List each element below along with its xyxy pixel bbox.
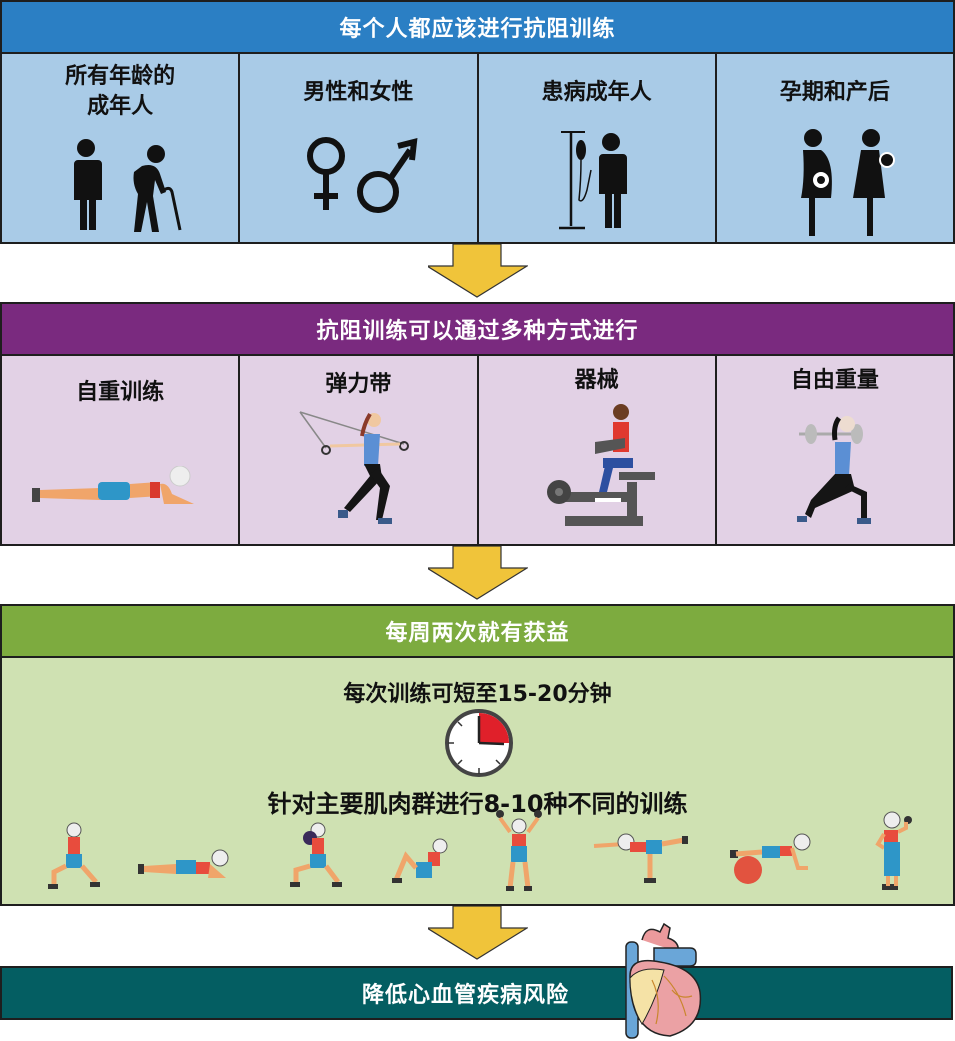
down-arrow-icon — [428, 906, 528, 960]
cell-label: 器械 — [574, 368, 619, 393]
cell-label: 自重训练 — [76, 380, 165, 405]
ball-plank-figure-icon — [730, 833, 811, 884]
label-line: 成年人 — [87, 94, 154, 119]
section3-header-text: 每周两次就有获益 — [385, 621, 570, 646]
weight-machine-icon — [546, 404, 655, 526]
lunge-figure-icon — [48, 822, 100, 889]
exercise-figures — [2, 810, 955, 894]
down-arrow-icon — [428, 546, 528, 600]
cell-machine: 器械 — [479, 356, 717, 544]
balance-reach-figure-icon — [593, 833, 688, 883]
section4-header-text: 降低心血管疾病风险 — [362, 983, 570, 1008]
resistance-band-icon — [299, 411, 410, 524]
plank-exercise-icon — [32, 466, 194, 504]
cell-label: 自由重量 — [790, 368, 879, 393]
exercise-count-text: 针对主要肌肉群进行8-10种不同的训练 — [267, 790, 688, 818]
overhead-press-figure-icon — [496, 810, 542, 891]
section1-header-text: 每个人都应该进行抗阻训练 — [339, 17, 616, 42]
cell-resistance-band: 弹力带 — [240, 356, 479, 544]
section4-header: 降低心血管疾病风险 — [0, 966, 953, 1020]
session-duration-text: 每次训练可短至15-20分钟 — [343, 682, 612, 707]
cell-pregnancy: 孕期和产后 — [717, 54, 953, 242]
label-line: 所有年龄的 — [65, 64, 176, 89]
cell-label: 所有年龄的 成年人 — [2, 62, 238, 122]
section2-header-text: 抗阻训练可以通过多种方式进行 — [316, 319, 639, 344]
cell-free-weights: 自由重量 — [717, 356, 953, 544]
cell-all-ages: 所有年龄的 成年人 — [2, 54, 241, 242]
cell-label: 男性和女性 — [303, 80, 414, 105]
section1-panel: 所有年龄的 成年人 男性和女性 患病成年人 — [0, 54, 955, 244]
cell-bodyweight: 自重训练 — [2, 356, 241, 544]
cell-label: 孕期和产后 — [779, 80, 890, 105]
cell-men-women: 男性和女性 — [240, 54, 479, 242]
section2-header: 抗阻训练可以通过多种方式进行 — [0, 302, 955, 356]
stopwatch-icon — [445, 709, 513, 777]
heart-icon — [625, 922, 702, 1039]
cell-patients: 患病成年人 — [479, 54, 717, 242]
patient-with-iv-icon — [558, 131, 627, 230]
section1-header: 每个人都应该进行抗阻训练 — [0, 0, 955, 54]
plank-figure-icon — [138, 849, 229, 878]
weighted-lunge-figure-icon — [290, 822, 342, 887]
female-male-symbols-icon — [307, 137, 418, 213]
section3-panel: 每次训练可短至15-20分钟 针对主要肌肉群进行8-10种不同的训练 — [0, 658, 955, 906]
section3-header: 每周两次就有获益 — [0, 604, 955, 658]
adult-and-elderly-icon — [74, 139, 182, 232]
situp-figure-icon — [392, 838, 448, 883]
cell-label: 患病成年人 — [541, 80, 652, 105]
bicep-curl-figure-icon — [875, 811, 912, 890]
barbell-lunge-icon — [796, 416, 871, 524]
cell-label: 弹力带 — [325, 372, 392, 397]
section2-panel: 自重训练 弹力带 器械 — [0, 356, 955, 546]
pregnant-and-postpartum-icon — [800, 129, 895, 236]
down-arrow-icon — [428, 244, 528, 298]
